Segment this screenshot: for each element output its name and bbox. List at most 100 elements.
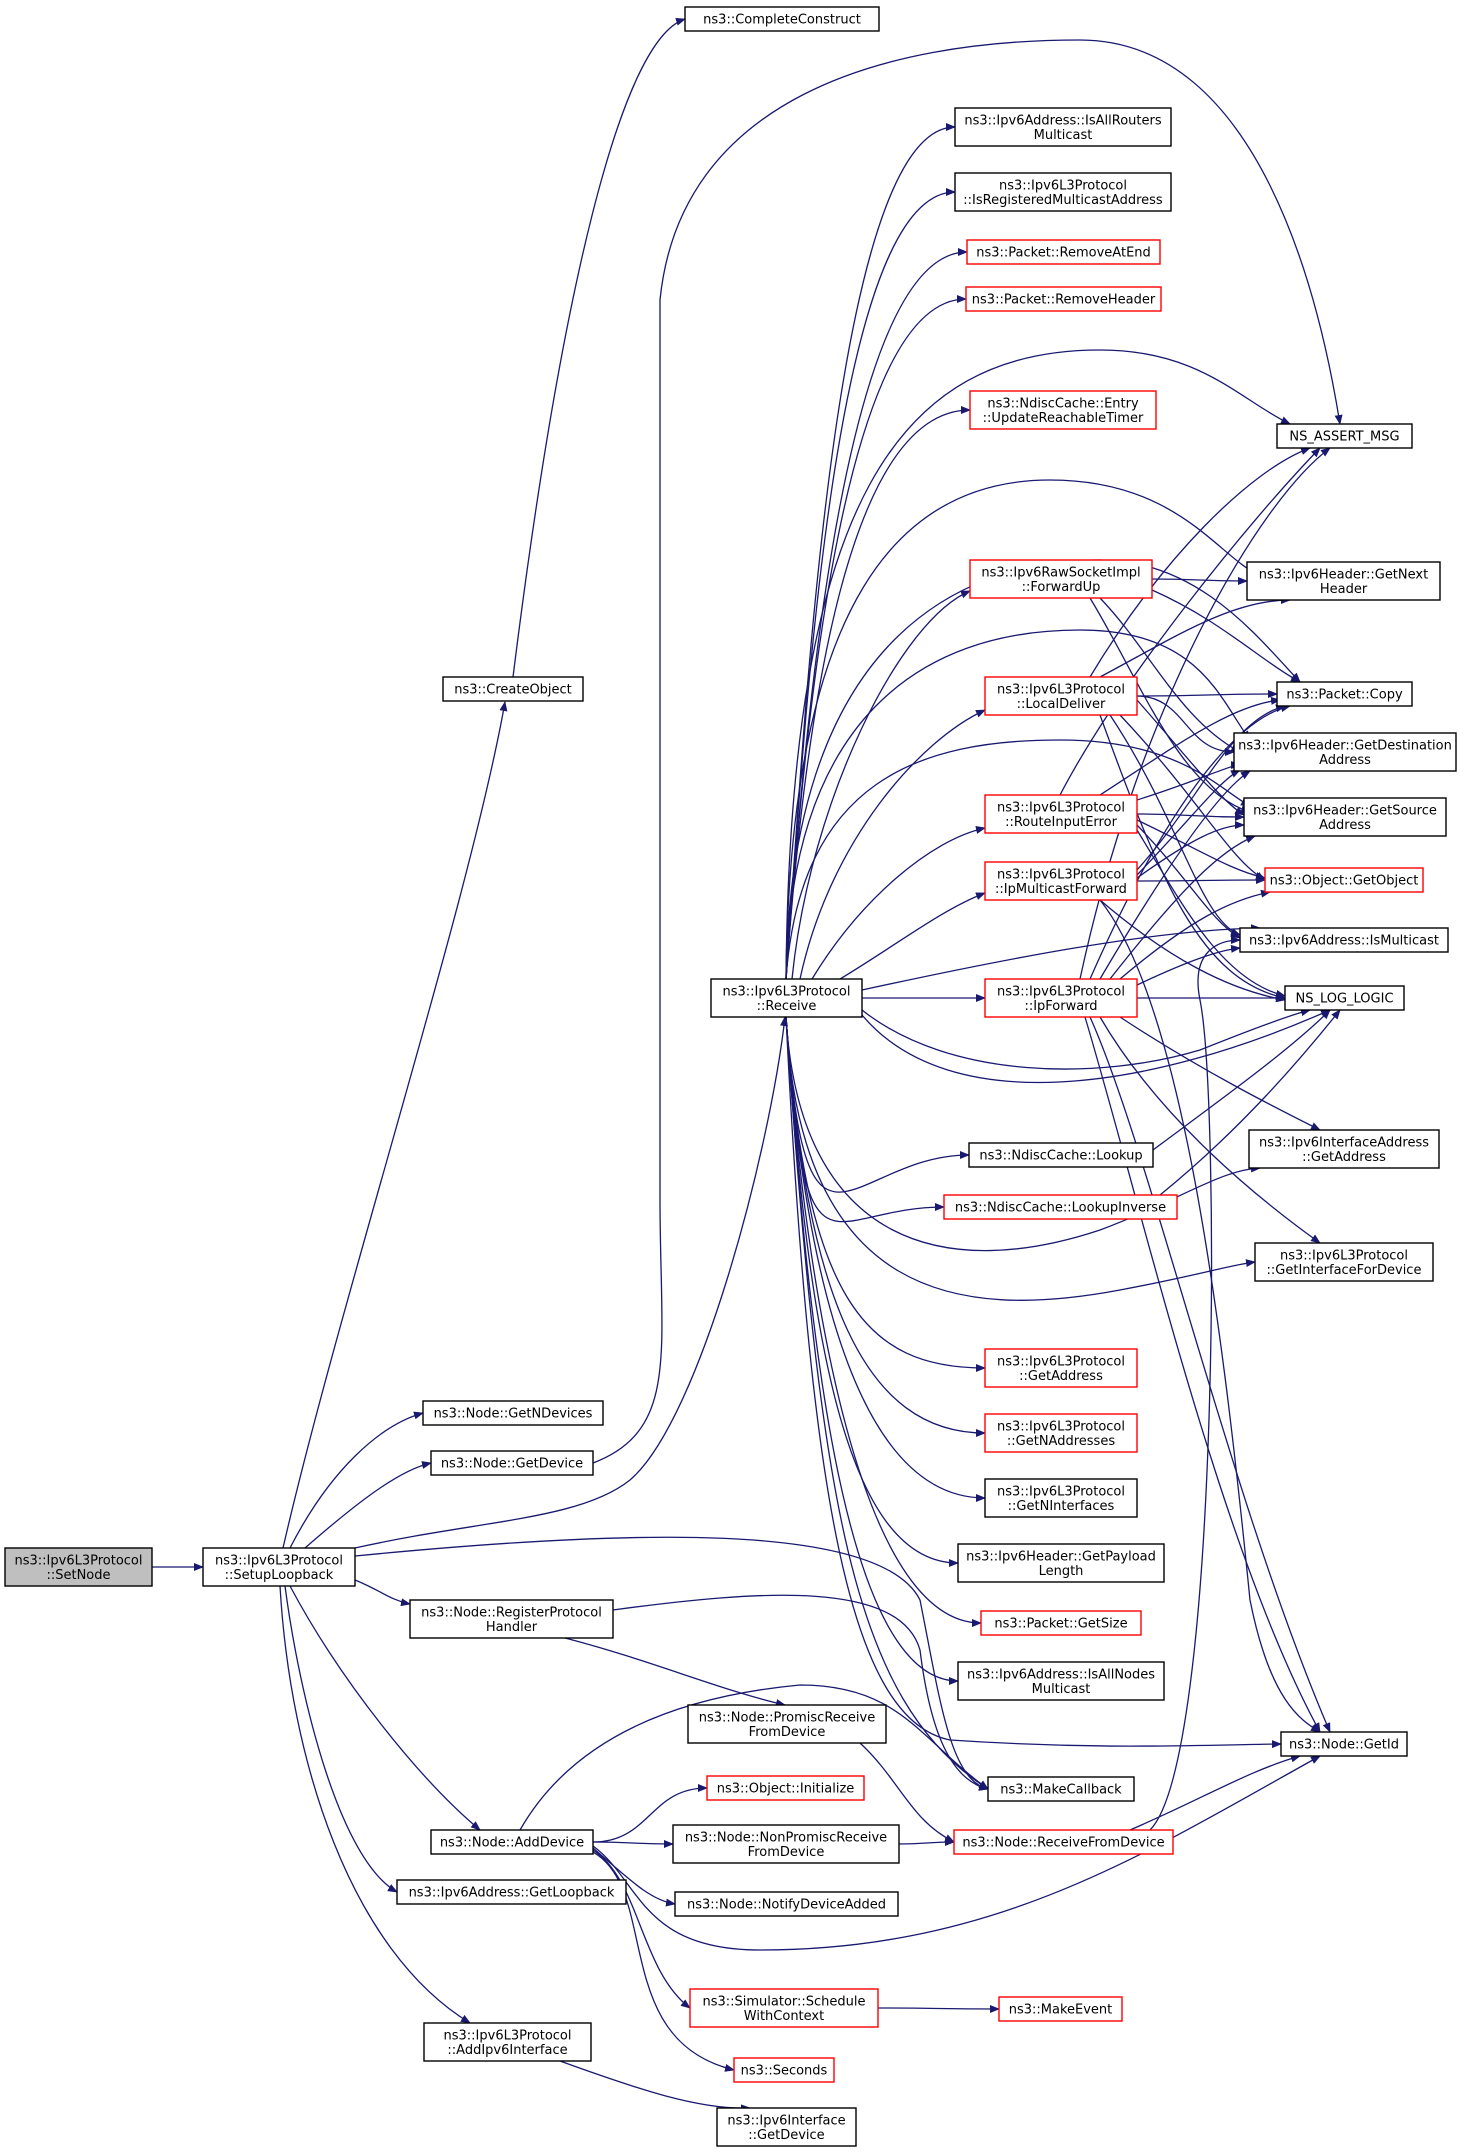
node-receivefromdevice[interactable]: ns3::Node::ReceiveFromDevice: [953, 1829, 1174, 1855]
node-box-getobject: [1264, 867, 1424, 893]
edge-line-setuploopback-to-adddevice: [289, 1585, 481, 1831]
node-label-makeevent-0: ns3::MakeEvent: [1009, 2003, 1113, 2018]
node-completeconstruct[interactable]: ns3::CompleteConstruct: [684, 6, 880, 32]
node-label-addipv6interface-0: ns3::Ipv6L3Protocol: [444, 2028, 572, 2043]
node-box-getninterfaces: [984, 1478, 1138, 1518]
edge-ipforward-to-packetcopy: [1089, 704, 1291, 980]
node-removeheader[interactable]: ns3::Packet::RemoveHeader: [965, 286, 1162, 312]
node-nsassertmsg[interactable]: NS_ASSERT_MSG: [1276, 423, 1413, 449]
node-localdeliver[interactable]: ns3::Ipv6L3Protocol::LocalDeliver: [984, 676, 1138, 716]
node-label-getnextheader-0: ns3::Ipv6Header::GetNext: [1259, 567, 1428, 582]
node-notifydeviceadded[interactable]: ns3::Node::NotifyDeviceAdded: [674, 1891, 899, 1917]
edge-setuploopback-to-registerprotocol: [354, 1579, 411, 1607]
edge-line-receive-to-ifaddrgetaddress: [785, 1016, 1261, 1252]
edge-setuploopback-to-getdevice: [304, 1461, 432, 1549]
node-routeinputerror[interactable]: ns3::Ipv6L3Protocol::RouteInputError: [984, 794, 1138, 834]
edge-setuploopback-to-makecallback: [354, 1536, 989, 1791]
node-label-isregisteredmc-1: ::IsRegisteredMulticastAddress: [963, 193, 1163, 208]
edge-routeinputerror-to-nsloglogic: [1136, 829, 1286, 998]
node-setuploopback[interactable]: ns3::Ipv6L3Protocol::SetupLoopback: [202, 1547, 356, 1587]
edge-createobject-to-completeconstruct: [512, 17, 686, 678]
edge-ndisclookup-to-nsloglogic: [1152, 1009, 1331, 1151]
node-getaddress[interactable]: ns3::Ipv6L3Protocol::GetAddress: [984, 1348, 1138, 1388]
node-ipv6ifgetdevice[interactable]: ns3::Ipv6Interface::GetDevice: [716, 2107, 857, 2147]
node-getobject[interactable]: ns3::Object::GetObject: [1264, 867, 1424, 893]
node-getndevices[interactable]: ns3::Node::GetNDevices: [422, 1400, 604, 1426]
node-getdevice[interactable]: ns3::Node::GetDevice: [430, 1450, 594, 1476]
node-label-getaddress-1: ::GetAddress: [1019, 1369, 1103, 1384]
node-makeevent[interactable]: ns3::MakeEvent: [998, 1996, 1123, 2022]
node-getloopback[interactable]: ns3::Ipv6Address::GetLoopback: [396, 1879, 627, 1905]
edge-line-adddevice-to-objinitialize: [592, 1784, 708, 1843]
node-ipmulticastforward[interactable]: ns3::Ipv6L3Protocol::IpMulticastForward: [984, 861, 1138, 901]
node-label-makecallback-0: ns3::MakeCallback: [1000, 1783, 1122, 1798]
node-label-forwardup-0: ns3::Ipv6RawSocketImpl: [981, 565, 1140, 580]
node-getinterfacefordevice[interactable]: ns3::Ipv6L3Protocol::GetInterfaceForDevi…: [1254, 1242, 1434, 1282]
edge-line-receive-to-getaddress: [785, 1016, 986, 1372]
edge-receive-to-getsize: [785, 1016, 982, 1627]
node-label-ifaddrgetaddress-1: ::GetAddress: [1302, 1150, 1386, 1165]
edge-receive-to-getpayloadlength: [785, 1016, 959, 1567]
node-ismulticast[interactable]: ns3::Ipv6Address::IsMulticast: [1239, 927, 1449, 953]
node-label-ipforward-1: ::IpForward: [1024, 999, 1097, 1014]
node-nodegetid[interactable]: ns3::Node::GetId: [1280, 1731, 1408, 1757]
node-isregisteredmc[interactable]: ns3::Ipv6L3Protocol::IsRegisteredMultica…: [954, 172, 1172, 212]
edge-ipforward-to-getobject: [1119, 889, 1271, 980]
node-box-makeevent: [998, 1996, 1123, 2022]
node-packetcopy[interactable]: ns3::Packet::Copy: [1276, 681, 1413, 707]
edge-forwardup-to-getdestination: [1099, 597, 1241, 753]
node-removeatend[interactable]: ns3::Packet::RemoveAtEnd: [966, 239, 1161, 265]
node-ipforward[interactable]: ns3::Ipv6L3Protocol::IpForward: [984, 978, 1138, 1018]
node-updatereachable[interactable]: ns3::NdiscCache::Entry::UpdateReachableT…: [969, 390, 1157, 430]
node-box-setnode: [4, 1547, 153, 1587]
node-label-getpayloadlength-0: ns3::Ipv6Header::GetPayload: [966, 1549, 1156, 1564]
edge-setuploopback-to-getloopback: [284, 1585, 398, 1893]
node-createobject[interactable]: ns3::CreateObject: [442, 676, 584, 702]
node-label-ipv6ifgetdevice-0: ns3::Ipv6Interface: [727, 2113, 845, 2128]
node-ifaddrgetaddress[interactable]: ns3::Ipv6InterfaceAddress::GetAddress: [1248, 1129, 1440, 1169]
node-setnode[interactable]: ns3::Ipv6L3Protocol::SetNode: [4, 1547, 153, 1587]
node-makecallback[interactable]: ns3::MakeCallback: [987, 1776, 1135, 1802]
node-getsize[interactable]: ns3::Packet::GetSize: [980, 1610, 1142, 1636]
edge-line-setuploopback-to-getdevice: [304, 1461, 432, 1549]
node-ndisclookupinverse[interactable]: ns3::NdiscCache::LookupInverse: [943, 1194, 1178, 1220]
node-forwardup[interactable]: ns3::Ipv6RawSocketImpl::ForwardUp: [969, 559, 1153, 599]
node-adddevice[interactable]: ns3::Node::AddDevice: [430, 1829, 594, 1855]
node-label-promiscreceive-0: ns3::Node::PromiscReceive: [699, 1710, 875, 1725]
edge-localdeliver-to-getnextheader: [1099, 596, 1291, 678]
node-getnaddresses[interactable]: ns3::Ipv6L3Protocol::GetNAddresses: [984, 1413, 1138, 1453]
edge-line-ipmulticastforward-to-nsloglogic: [1099, 899, 1286, 1003]
node-getninterfaces[interactable]: ns3::Ipv6L3Protocol::GetNInterfaces: [984, 1478, 1138, 1518]
node-ndisclookup[interactable]: ns3::NdiscCache::Lookup: [968, 1142, 1154, 1168]
edge-receive-to-getnextheader: [785, 479, 1261, 980]
edge-ipmulticastforward-to-nodegetid: [1099, 899, 1321, 1733]
node-label-registerprotocol-0: ns3::Node::RegisterProtocol: [421, 1605, 602, 1620]
edge-line-receive-to-routeinputerror: [811, 826, 986, 980]
edge-adddevice-to-schedulewithcontext: [592, 1849, 691, 2009]
edge-line-setuploopback-to-registerprotocol: [354, 1579, 411, 1607]
node-box-ipv6ifgetdevice: [716, 2107, 857, 2147]
node-seconds[interactable]: ns3::Seconds: [733, 2057, 835, 2083]
node-label-updatereachable-0: ns3::NdiscCache::Entry: [987, 396, 1139, 411]
node-receive[interactable]: ns3::Ipv6L3Protocol::Receive: [710, 978, 863, 1018]
edge-localdeliver-to-packetcopy: [1136, 690, 1278, 699]
node-nsloglogic[interactable]: NS_LOG_LOGIC: [1284, 985, 1405, 1011]
edge-schedulewithcontext-to-makeevent: [877, 2004, 1000, 2013]
node-addipv6interface[interactable]: ns3::Ipv6L3Protocol::AddIpv6Interface: [423, 2022, 592, 2062]
edge-localdeliver-to-getdestination: [1136, 695, 1235, 756]
node-label-nodegetid-0: ns3::Node::GetId: [1289, 1738, 1399, 1753]
node-objinitialize[interactable]: ns3::Object::Initialize: [706, 1775, 865, 1801]
edge-adddevice-to-nodegetid: [592, 1755, 1321, 1951]
node-box-seconds: [733, 2057, 835, 2083]
edge-setuploopback-to-adddevice: [289, 1585, 481, 1831]
